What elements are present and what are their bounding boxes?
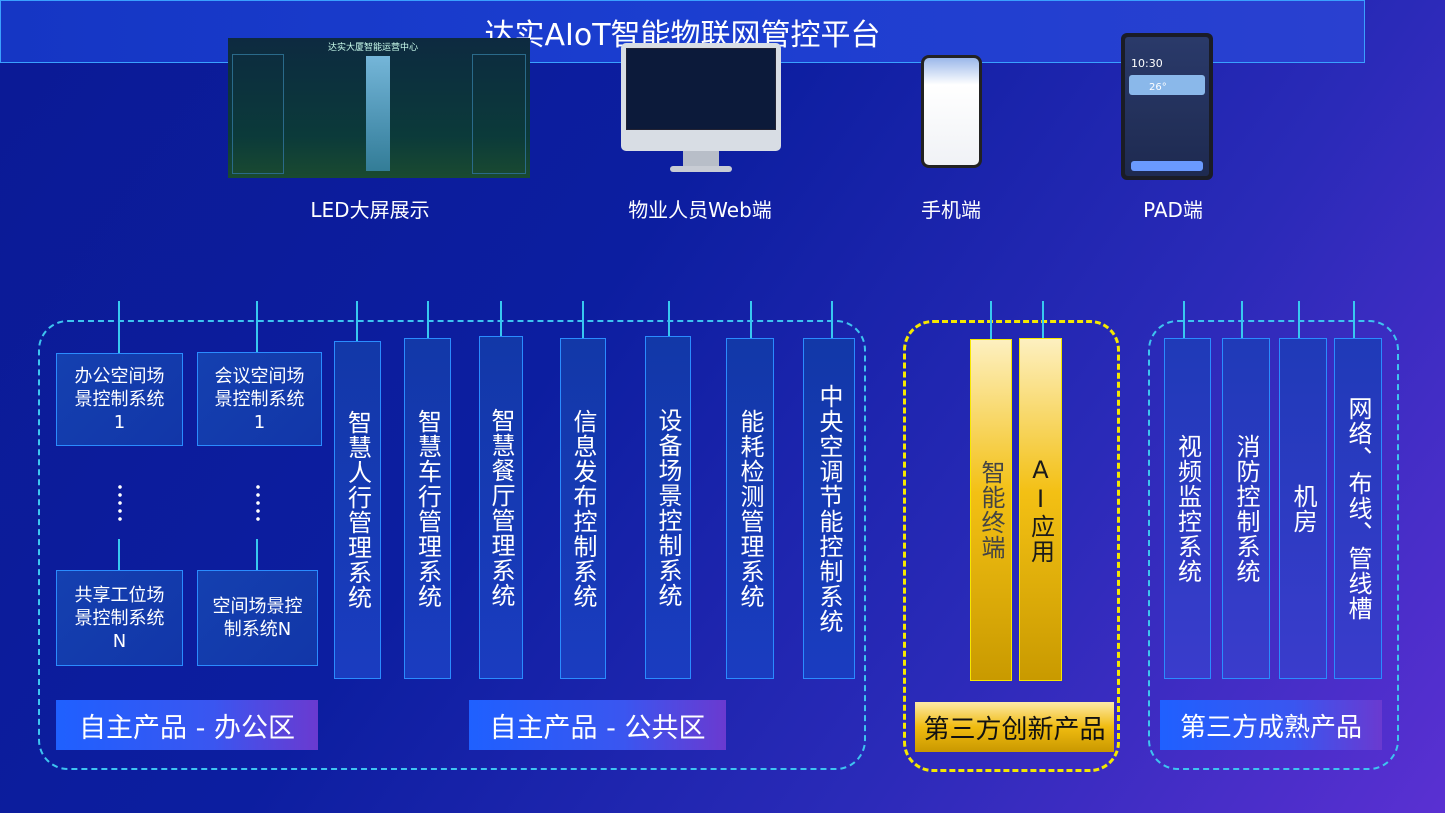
- connector: [582, 301, 584, 338]
- connector: [668, 301, 670, 337]
- device-caption-web: 物业人员Web端: [628, 198, 772, 222]
- innovative-column: 智能终端: [970, 339, 1012, 681]
- public-column: 设备场景控制系统: [645, 336, 691, 679]
- ellipsis-dots: [118, 483, 122, 523]
- shared-desk-system-box: 共享工位场景控制系统N: [56, 570, 183, 666]
- mature-column: 视频监控系统: [1164, 338, 1211, 679]
- column-label: AI应用: [1026, 455, 1055, 564]
- connector: [990, 301, 992, 339]
- column-label: 机房: [1289, 483, 1317, 534]
- monitor-screen: [626, 48, 776, 130]
- connector: [118, 301, 120, 353]
- device-caption-pad: PAD端: [1143, 198, 1203, 222]
- column-label: 中央空调节能控制系统: [815, 383, 843, 634]
- column-label: 能耗检测管理系统: [736, 408, 764, 609]
- meeting-system-label: 会议空间场景控制系统1: [214, 365, 305, 433]
- phone-image: [921, 55, 982, 168]
- mature-column: 消防控制系统: [1222, 338, 1270, 679]
- column-label: 智慧人行管理系统: [343, 410, 372, 610]
- led-screen-image: 达实大厦智能运营中心: [228, 38, 530, 178]
- innovative-text: 第三方创新产品: [923, 714, 1106, 745]
- space-system-box: 空间场景控制系统N: [197, 570, 318, 666]
- right-panel: [472, 54, 526, 174]
- device-caption-led: LED大屏展示: [310, 198, 430, 222]
- monitor-stand: [683, 151, 719, 167]
- monitor-image: [621, 43, 781, 151]
- connector: [750, 301, 752, 338]
- connector: [427, 301, 429, 339]
- public-column: 中央空调节能控制系统: [803, 338, 855, 679]
- column-label: 信息发布控制系统: [569, 408, 597, 609]
- mature-label: 第三方成熟产品: [1160, 700, 1382, 750]
- group-innovative: [903, 320, 1120, 772]
- pad-temp: 26°: [1149, 82, 1167, 93]
- office-system-box: 办公空间场景控制系统1: [56, 353, 183, 446]
- connector: [1183, 301, 1185, 338]
- ellipsis-dots: [256, 483, 260, 523]
- meeting-system-box: 会议空间场景控制系统1: [197, 352, 322, 446]
- column-label: 设备场景控制系统: [654, 407, 682, 608]
- connector: [1241, 301, 1243, 338]
- space-system-label: 空间场景控制系统N: [212, 596, 303, 640]
- pad-screen: 10:30 26°: [1125, 37, 1209, 176]
- pad-button: [1131, 161, 1203, 171]
- office-system-label: 办公空间场景控制系统1: [74, 366, 165, 433]
- phone-screen: [924, 58, 979, 165]
- connector: [256, 301, 258, 353]
- connector: [1298, 301, 1300, 338]
- monitor-base: [670, 166, 732, 172]
- column-label: 智慧餐厅管理系统: [487, 407, 515, 608]
- connector: [256, 539, 258, 570]
- pad-image: 10:30 26°: [1121, 33, 1213, 180]
- public-zone-label: 自主产品 - 公共区: [469, 700, 726, 750]
- public-column: 能耗检测管理系统: [726, 338, 774, 679]
- innovative-label: 第三方创新产品: [915, 702, 1114, 752]
- column-label: 消防控制系统: [1232, 433, 1260, 584]
- mature-column: 机房: [1279, 338, 1327, 679]
- group-mature: [1148, 320, 1399, 770]
- device-caption-mobile: 手机端: [921, 198, 981, 222]
- public-column: 信息发布控制系统: [560, 338, 606, 679]
- left-panel: [232, 54, 284, 174]
- mature-text: 第三方成熟产品: [1179, 712, 1362, 743]
- innovative-column: AI应用: [1019, 338, 1062, 681]
- led-screen-title: 达实大厦智能运营中心: [328, 43, 419, 53]
- public-column: 智慧餐厅管理系统: [479, 336, 523, 679]
- column-label: 智能终端: [977, 460, 1005, 560]
- connector: [356, 301, 358, 341]
- mature-column: 网络、布线、管线槽: [1334, 338, 1382, 679]
- column-label: 视频监控系统: [1173, 433, 1202, 584]
- building-graphic: [366, 56, 390, 171]
- shared-desk-system-label: 共享工位场景控制系统N: [74, 584, 165, 652]
- connector: [1353, 301, 1355, 338]
- connector: [1042, 301, 1044, 339]
- pad-weather-card: 26°: [1129, 75, 1205, 95]
- connector: [831, 301, 833, 338]
- connector: [500, 301, 502, 337]
- pad-time: 10:30: [1131, 57, 1163, 70]
- office-zone-label: 自主产品 - 办公区: [56, 700, 318, 750]
- public-zone-text: 自主产品 - 公共区: [489, 712, 706, 744]
- public-column: 智慧车行管理系统: [404, 338, 451, 679]
- column-label: 网络、布线、管线槽: [1344, 396, 1372, 621]
- office-zone-text: 自主产品 - 办公区: [79, 712, 295, 744]
- group-self-products: [38, 320, 866, 770]
- public-column: 智慧人行管理系统: [334, 341, 381, 679]
- connector: [118, 539, 120, 570]
- column-label: 智慧车行管理系统: [413, 408, 442, 609]
